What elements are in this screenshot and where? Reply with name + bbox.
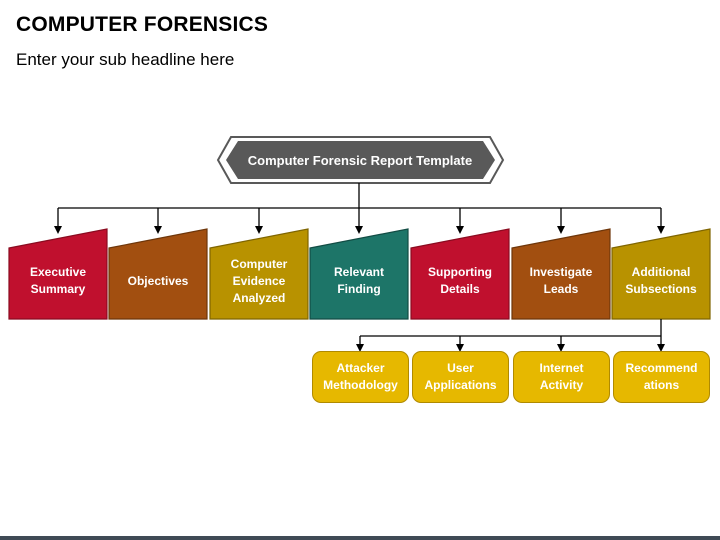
subsection-box-1: Attacker Methodology [312, 351, 409, 403]
bottom-bar [0, 536, 720, 540]
root-node [226, 141, 495, 179]
page-subtitle: Enter your sub headline here [16, 50, 235, 69]
category-box-4 [309, 228, 409, 320]
subsection-box-2: User Applications [412, 351, 509, 403]
category-box-5 [410, 228, 510, 320]
root-node-label: Computer Forensic Report Template [247, 152, 473, 168]
category-box-2 [108, 228, 208, 320]
subsection-box-3: Internet Activity [513, 351, 610, 403]
subsection-box-4: Recommend ations [613, 351, 710, 403]
category-box-1 [8, 228, 108, 320]
category-box-6 [511, 228, 611, 320]
category-box-3 [209, 228, 309, 320]
category-box-7 [611, 228, 711, 320]
page-title: COMPUTER FORENSICS [16, 13, 269, 36]
